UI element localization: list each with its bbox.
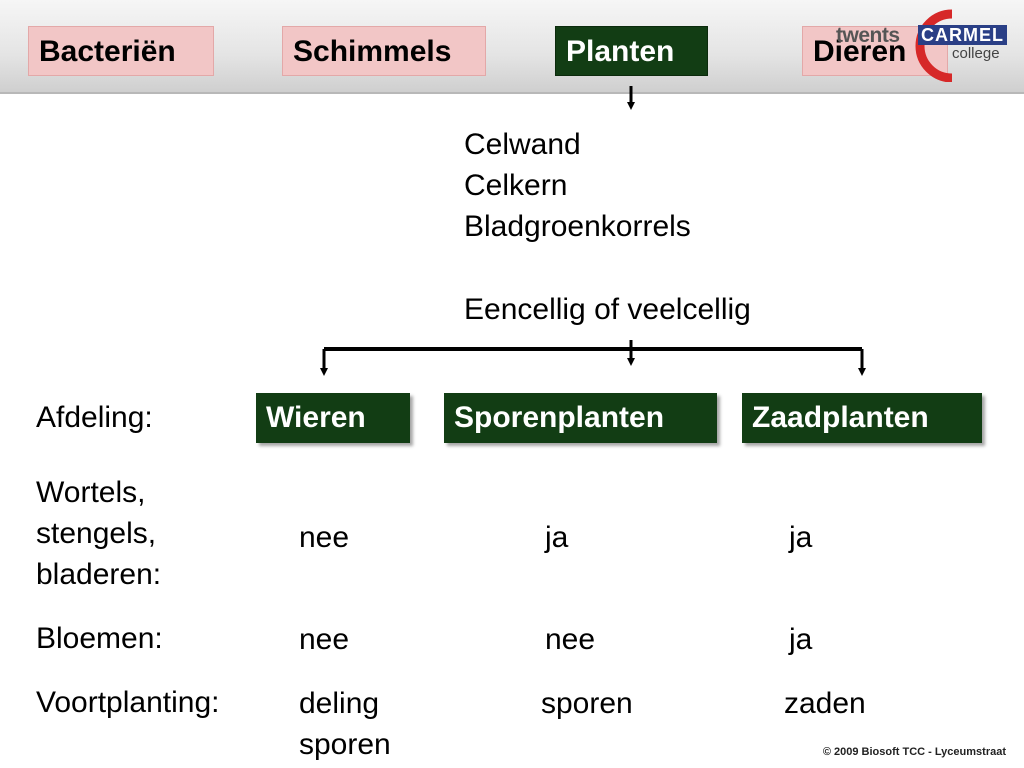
flowers-value-spore-plants: nee <box>545 623 596 656</box>
feature-item: Celwand <box>464 128 581 161</box>
cell-type-text: Eencellig of veelcellig <box>464 293 751 326</box>
flowers-value-algae: nee <box>299 623 350 656</box>
roots-value-spore-plants: ja <box>545 521 569 554</box>
reproduction-value-seed-plants: zaden <box>784 687 866 720</box>
label-line: bladeren: <box>36 558 162 591</box>
kingdom-fungi: Schimmels <box>282 26 486 76</box>
logo-c-mark <box>915 9 953 82</box>
reproduction-row-label: Voortplanting: <box>36 686 220 719</box>
logo-text-carmel: CARMEL <box>918 25 1007 45</box>
roots-value-algae: nee <box>299 521 350 554</box>
division-row-label: Afdeling: <box>36 401 153 434</box>
label-line: stengels, <box>36 517 157 550</box>
division-spore-plants: Sporenplanten <box>444 393 717 443</box>
feature-item: Bladgroenkorrels <box>464 210 691 243</box>
value-line: deling <box>299 687 380 720</box>
logo-text-college: college <box>952 45 1000 62</box>
roots-row-label: Wortels, stengels, bladeren: <box>36 472 161 595</box>
flowers-row-label: Bloemen: <box>36 622 163 655</box>
school-logo: twents CARMEL college <box>832 8 1012 82</box>
copyright-footer: © 2009 Biosoft TCC - Lyceumstraat <box>822 746 1006 758</box>
kingdom-bacteria: Bacteriën <box>28 26 214 76</box>
reproduction-value-spore-plants: sporen <box>541 687 633 720</box>
kingdom-plants: Planten <box>555 26 708 76</box>
plant-features-list: Celwand Celkern Bladgroenkorrels <box>464 124 691 247</box>
feature-item: Celkern <box>464 169 568 202</box>
division-algae: Wieren <box>256 393 410 443</box>
value-line: sporen <box>299 728 391 761</box>
logo-text-twents: twents <box>836 24 900 47</box>
flowers-value-seed-plants: ja <box>789 623 813 656</box>
division-seed-plants: Zaadplanten <box>742 393 982 443</box>
label-line: Wortels, <box>36 476 146 509</box>
roots-value-seed-plants: ja <box>789 521 813 554</box>
reproduction-value-algae: deling sporen <box>299 683 391 765</box>
